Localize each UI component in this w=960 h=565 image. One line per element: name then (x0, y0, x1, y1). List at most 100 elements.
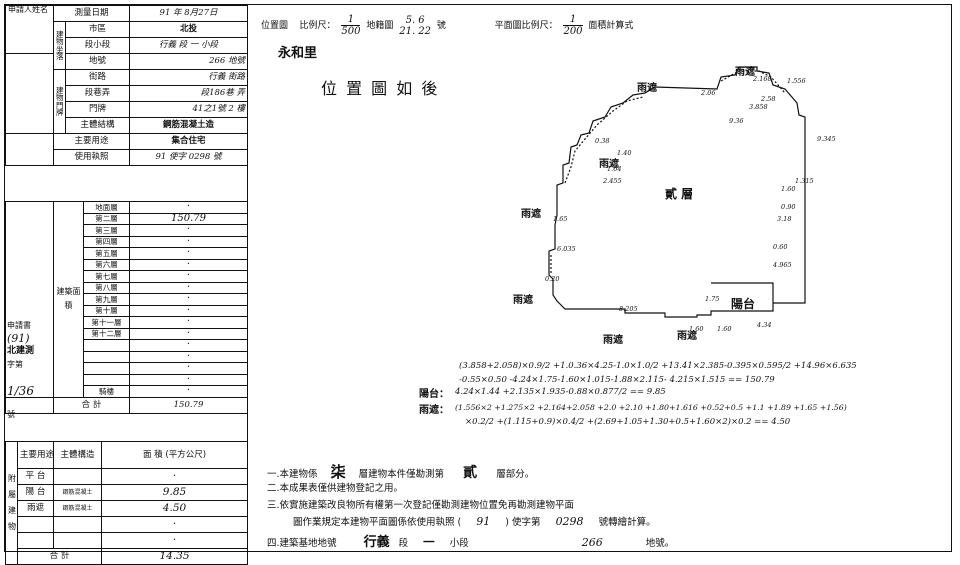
awning-label-topright: 雨遮 (735, 67, 755, 78)
attach-total-label: 合 計 (17, 548, 102, 565)
survey-date-label: 測量日期 (52, 5, 131, 22)
awning-label-bottomright: 雨遮 (677, 331, 697, 342)
city-value: 北投 (129, 21, 249, 38)
floor-name: 騎樓 (83, 385, 130, 398)
floor-row: · (6, 339, 248, 352)
attach-label: 附屬建物 (5, 441, 18, 565)
note-1: 一.本建物係 柒 層建物本件僅勘測第 貳 層部分。 (267, 463, 535, 481)
lane-value: 段186巷 弄 (129, 85, 249, 102)
floor-name: 第三層 (83, 224, 130, 237)
floor-area: · (129, 224, 248, 237)
dimension-label: 1.315 (795, 177, 814, 185)
attach-struct: 鋼筋混凝土 (53, 500, 102, 517)
floor-row: 建築面積地面層· (5, 201, 248, 398)
floor-area: · (129, 293, 248, 306)
attach-struct: 鋼筋混凝土 (53, 484, 102, 501)
attach-struct (53, 532, 102, 549)
floor-plan-scale-label: 平面圖比例尺： (494, 21, 558, 31)
dimension-label: 2.58 (761, 95, 776, 103)
permit-label: 使用執照 (52, 149, 131, 166)
attach-use (17, 532, 54, 549)
dimension-label: 1.60 (781, 185, 796, 193)
floor-area: · (129, 350, 248, 363)
floor-name: 第九層 (83, 293, 130, 306)
floor-name: 第四層 (83, 235, 130, 248)
number-label: 門牌 (64, 101, 131, 118)
dimension-label: 9.345 (817, 135, 836, 143)
dimension-label: 4.965 (773, 261, 792, 269)
dimension-label: 1.60 (689, 325, 704, 333)
lot-value: 266 地號 (129, 53, 249, 70)
section-label: 段小段 (64, 37, 131, 54)
attach-value: 9.85 (101, 484, 248, 501)
street-value: 行義 街路 (129, 69, 249, 86)
structure-value: 鋼筋混凝土造 (129, 117, 249, 134)
dimension-label: 8.205 (619, 305, 638, 313)
floor-name: 第二層 (83, 212, 130, 225)
attached-row: 平 台· (6, 468, 248, 485)
attached-header-row: 附屬建物主要用途主體構造面 積 (平方公尺) (5, 441, 248, 565)
attach-struct (53, 468, 102, 485)
dimension-label: 2.455 (603, 177, 622, 185)
use-value: 集合住宅 (129, 133, 249, 150)
note-4: 圖作業規定本建物平面圖係依使用執照 ( 91 ) 使字第 0298 號轉繪計算。 (293, 515, 656, 528)
number-value: 41之1號 2 樓 (129, 101, 249, 118)
location-map-label: 位置圖 (261, 21, 289, 31)
applicant-name-cell (5, 53, 54, 134)
floor-name (83, 362, 130, 375)
request-hao: 號 (7, 410, 15, 419)
dimension-label: 1.556 (787, 77, 806, 85)
dimension-label: 4.34 (757, 321, 772, 329)
request-paren: (91) (7, 332, 30, 345)
dimension-label: 3.18 (777, 215, 792, 223)
request-cell (5, 201, 54, 398)
cadastral-suffix: 號 (436, 21, 446, 31)
building-info-grid: 申請人姓名 測量日期 91 年 8月27日 建物坐落 市區 北投 段小段 行義 … (5, 5, 249, 166)
note-5: 四.建築基地地號 行義 段 一 小段 266 地號。 (267, 535, 675, 550)
survey-date: 91 年 8月27日 (129, 5, 249, 22)
lot-label: 地號 (64, 53, 131, 70)
floor-name: 第五層 (83, 247, 130, 260)
calc-line-3: 4.24×1.44 +2.135×1.935-0.88×0.877/2 == 9… (455, 387, 666, 397)
awning-label-left: 雨遮 (521, 209, 541, 220)
floor-area: · (129, 304, 248, 317)
floor-area: · (129, 258, 248, 271)
dimension-label: 3.858 (749, 103, 768, 111)
dimension-label: 2.06 (701, 89, 716, 97)
floor-name (83, 373, 130, 386)
location-as-follows: 位 置 圖 如 後 (321, 79, 440, 98)
floor-plan-drawing (548, 66, 806, 318)
lane-label: 段巷弄 (64, 85, 131, 102)
floor-area: · (129, 373, 248, 386)
request-block: 申請書 (91) 北建測 字第 1/36 號 (7, 319, 51, 421)
city-label: 市區 (64, 21, 131, 38)
floor-area: · (129, 247, 248, 260)
cadastral-label: 地籍圖 (366, 21, 394, 31)
area-formula-label: 面積計算式 (588, 21, 634, 31)
floor-plan-outline (548, 66, 806, 318)
awning-label-inner: 雨遮 (599, 159, 619, 170)
request-label: 申請書 (7, 321, 31, 330)
dimension-label: 1.60 (717, 325, 732, 333)
request-agency: 北建測 (7, 346, 35, 356)
floor-name: 第十一層 (83, 316, 130, 329)
floor-name (83, 339, 130, 352)
dimension-label: 6.035 (557, 245, 576, 253)
note-2: 二.本成果表僅供建物登記之用。 (267, 483, 404, 494)
floor-area: · (129, 362, 248, 375)
balcony-label: 陽台 (731, 297, 756, 311)
floor-area: · (129, 201, 248, 214)
attach-area-label: 面 積 (平方公尺) (101, 441, 248, 469)
floor-name: 第十二層 (83, 327, 130, 340)
use-label: 主要用途 (52, 133, 131, 150)
request-number: 1/36 (7, 384, 34, 398)
floor-area: · (129, 235, 248, 248)
calc-line-4: (1.556×2 +1.275×2 +2.164+2.058 +2.0 +2.1… (455, 403, 847, 412)
floor-row: 第三層· (6, 224, 248, 237)
attach-total: 14.35 (101, 548, 248, 565)
